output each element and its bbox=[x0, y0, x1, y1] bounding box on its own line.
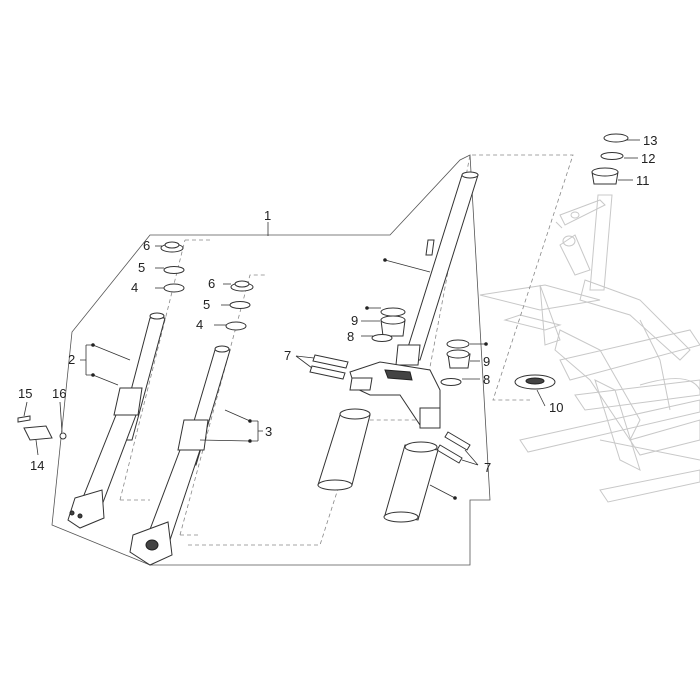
cable-clip bbox=[17, 415, 67, 441]
callout-8-right: 8 bbox=[483, 372, 490, 387]
left-fork-leg bbox=[67, 312, 166, 529]
right-seal-stack bbox=[225, 280, 254, 331]
callout-13: 13 bbox=[643, 133, 657, 148]
callout-16: 16 bbox=[52, 386, 66, 401]
callout-3: 3 bbox=[265, 424, 272, 439]
ghost-frame bbox=[479, 194, 700, 503]
leader-lines bbox=[23, 139, 640, 500]
steering-stem bbox=[395, 171, 479, 366]
callout-11: 11 bbox=[636, 173, 650, 188]
left-seal-stack bbox=[160, 241, 185, 293]
bearing-stack-left bbox=[371, 307, 406, 342]
bolts-left bbox=[309, 354, 349, 380]
triple-clamp bbox=[349, 361, 441, 429]
bearing-seat bbox=[514, 374, 556, 390]
group-boundary-left-fork bbox=[119, 239, 210, 501]
callout-2: 2 bbox=[68, 352, 75, 367]
bearing-stack-right bbox=[440, 339, 471, 386]
callout-6-left: 6 bbox=[143, 238, 150, 253]
callout-15: 15 bbox=[18, 386, 32, 401]
callout-4-left: 4 bbox=[131, 280, 138, 295]
callout-10: 10 bbox=[549, 400, 563, 415]
callout-1: 1 bbox=[264, 208, 271, 223]
fork-gaiter-right bbox=[383, 441, 439, 523]
callout-9-left: 9 bbox=[351, 313, 358, 328]
fork-gaiter-left bbox=[317, 408, 371, 491]
callout-5-right: 5 bbox=[203, 297, 210, 312]
callout-14: 14 bbox=[30, 458, 44, 473]
callout-7-left: 7 bbox=[284, 348, 291, 363]
callout-9-right: 9 bbox=[483, 354, 490, 369]
callout-12: 12 bbox=[641, 151, 655, 166]
bolts-right bbox=[436, 431, 471, 464]
callout-7-right: 7 bbox=[484, 460, 491, 475]
top-nut-stack bbox=[591, 133, 629, 185]
group-boundary-steering bbox=[188, 154, 574, 546]
assembly-outline bbox=[51, 154, 491, 566]
group-boundary-right-fork bbox=[179, 274, 265, 536]
right-fork-leg bbox=[129, 345, 231, 566]
callout-8-left: 8 bbox=[347, 329, 354, 344]
callout-6-right: 6 bbox=[208, 276, 215, 291]
callout-5-left: 5 bbox=[138, 260, 145, 275]
callout-4-right: 4 bbox=[196, 317, 203, 332]
callouts: 1 2 3 6 5 4 6 5 4 7 7 9 8 9 8 10 11 12 1… bbox=[18, 133, 657, 475]
